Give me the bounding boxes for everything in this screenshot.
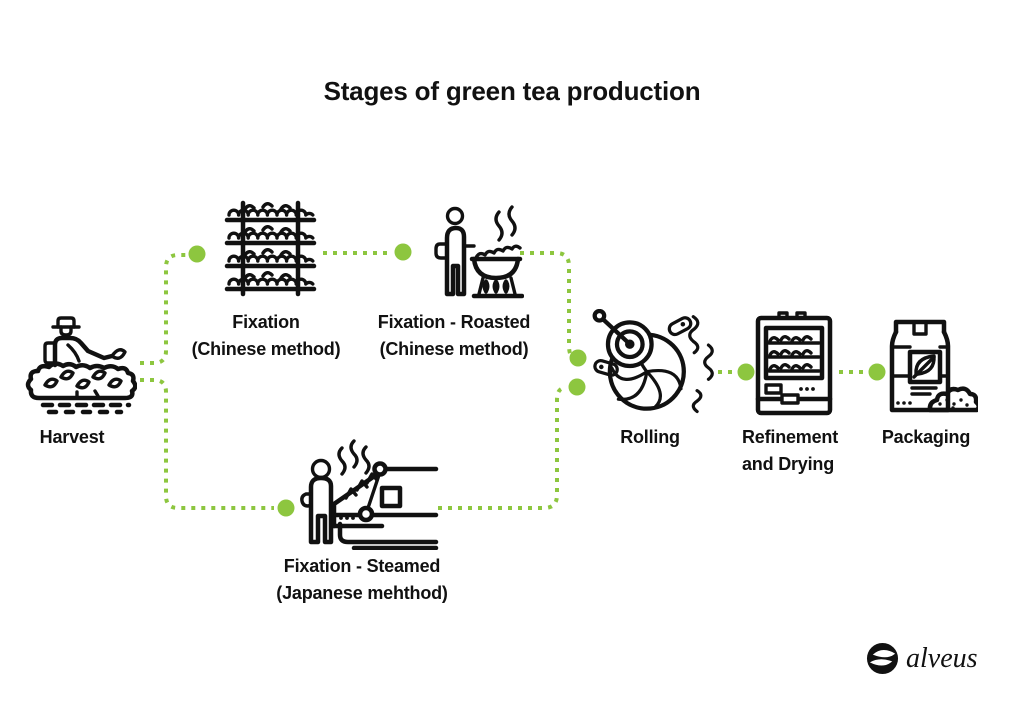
connector-dot	[394, 243, 412, 261]
connector-dot	[188, 245, 206, 263]
page-title: Stages of green tea production	[323, 76, 701, 106]
connector-dot	[868, 363, 886, 381]
alveus-leaf-logo-icon	[866, 642, 899, 675]
connector-roasted-to-rolling	[520, 251, 575, 359]
rolling-machine-icon	[592, 309, 714, 414]
stage-label-packaging: Packaging	[881, 427, 971, 447]
steaming-machine-icon	[300, 439, 439, 550]
stage-label-fixation-chinese: Fixation (Chinese method)	[191, 312, 341, 359]
drying-cabinet-icon	[755, 311, 833, 416]
stage-label-refinement: Refinement and Drying	[742, 427, 839, 474]
drying-rack-icon	[224, 200, 317, 297]
connector-dot	[568, 378, 586, 396]
connector-dot	[277, 499, 295, 517]
harvest-worker-icon	[25, 316, 137, 415]
stage-label-fixation-steamed: Fixation - Steamed (Japanese mehthod)	[276, 556, 448, 603]
stage-label-harvest: Harvest	[39, 427, 105, 447]
brand-logo: alveus	[866, 642, 978, 675]
connector-harvest-to-steamed	[140, 378, 274, 510]
roasting-wok-icon	[434, 205, 524, 299]
connector-harvest-to-chinese	[140, 253, 186, 365]
connector-dot	[737, 363, 755, 381]
stage-label-fixation-roasted: Fixation - Roasted (Chinese method)	[377, 312, 531, 359]
brand-logo-text: alveus	[906, 642, 978, 674]
connector-dot	[569, 349, 587, 367]
stage-label-rolling: Rolling	[620, 427, 680, 447]
tea-package-icon	[889, 319, 978, 413]
connector-steamed-to-rolling	[438, 386, 566, 510]
